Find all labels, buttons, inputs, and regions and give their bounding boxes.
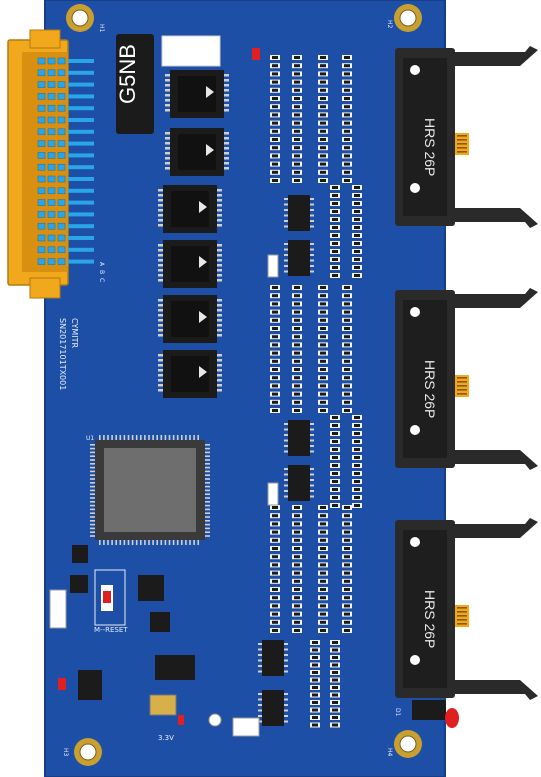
hrs-connector-label: HRS 26P [422,590,438,648]
mounting-hole-top-left [66,4,94,32]
transistor-arrays [258,195,314,726]
top-white-header [161,35,221,67]
status-led: D1 [394,700,459,728]
svg-text:H3: H3 [62,748,69,757]
transistor-array-6 [258,690,288,726]
op-amp-chip-3 [158,185,222,233]
op-amp-chip-5 [158,295,222,343]
edge-row-label-b: B [98,270,105,274]
mounting-hole-bottom-left [74,738,102,766]
hrs-connector-1: HRS 26P [395,46,538,228]
edge-connector [7,29,94,299]
mcu-chip: U1 [86,435,210,545]
transistor-array-1 [284,195,314,231]
edge-connector-row-labels: A B C [98,262,105,282]
op-amp-chip-6 [158,350,222,398]
power-section: M--RESET 3.3V [49,545,260,742]
resistor-arrays [270,55,362,728]
module-label: G5NB [115,44,140,104]
hrs-connector-label: HRS 26P [422,118,438,176]
hrs-connector-label: HRS 26P [422,360,438,418]
hrs-connector-3: HRS 26P [395,518,538,700]
mounting-hole-bottom-right [394,730,422,758]
edge-connector-pins [37,57,94,265]
pcb-substrate [45,0,445,777]
edge-row-label-c: C [98,278,105,282]
svg-text:D1: D1 [394,708,401,717]
op-amp-chip-1 [165,70,229,118]
svg-text:H1: H1 [98,24,105,33]
op-amp-chip-4 [158,240,222,288]
mounting-hole-top-right [394,4,422,32]
transistor-array-2 [284,240,314,276]
edge-row-label-a: A [98,262,105,267]
reset-label: M--RESET [94,626,128,634]
transistor-array-4 [284,465,314,501]
svg-text:U1: U1 [86,435,94,442]
transistor-array-5 [258,640,288,676]
svg-text:H4: H4 [386,748,393,757]
g5nb-module: G5NB [115,34,154,134]
transistor-array-3 [284,420,314,456]
op-amp-chip-2 [165,128,229,176]
svg-text:H2: H2 [386,20,393,29]
serial-line-1: CYMITR [70,318,79,348]
analog-chip-column [158,70,229,398]
serial-line-2: SN2017101TX001 [58,318,67,390]
hrs-connectors: HRS 26P HRS 26P HRS 26P [395,46,538,700]
hrs-connector-2: HRS 26P [395,288,538,470]
power-label: 3.3V [158,734,174,742]
